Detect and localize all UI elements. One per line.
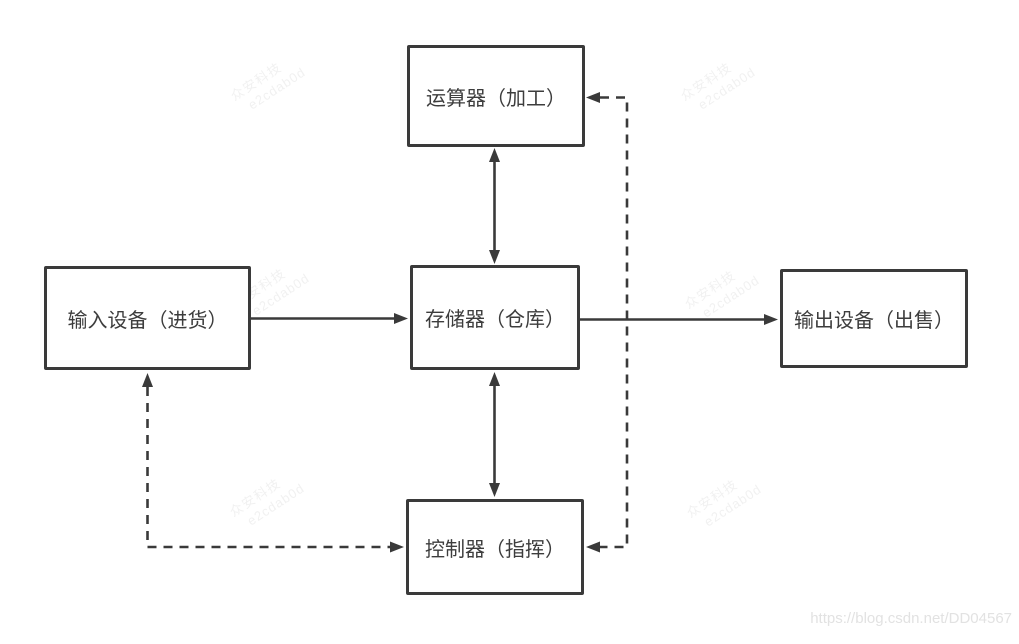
node-output-device: 输出设备（出售） bbox=[780, 269, 968, 368]
node-controller: 控制器（指挥） bbox=[406, 499, 584, 595]
node-label: 输出设备（出售） bbox=[794, 310, 954, 332]
node-alu: 运算器（加工） bbox=[407, 45, 585, 147]
node-label: 控制器（指挥） bbox=[425, 538, 565, 561]
arrow-memory-controller bbox=[489, 372, 500, 497]
arrow-input-to-memory bbox=[251, 313, 408, 324]
arrow-alu-memory bbox=[489, 148, 500, 264]
node-label: 存储器（仓库） bbox=[425, 309, 565, 331]
dashed-arrow-controller-input bbox=[142, 373, 404, 553]
watermark-url: https://blog.csdn.net/DD04567 bbox=[810, 610, 1012, 627]
node-input-device: 输入设备（进货） bbox=[44, 266, 251, 370]
arrow-memory-to-output bbox=[580, 314, 778, 325]
node-label: 输入设备（进货） bbox=[67, 309, 228, 332]
node-memory: 存储器（仓库） bbox=[410, 265, 580, 370]
dashed-arrow-controller-alu bbox=[586, 92, 629, 553]
node-label: 运算器（加工） bbox=[426, 87, 566, 110]
